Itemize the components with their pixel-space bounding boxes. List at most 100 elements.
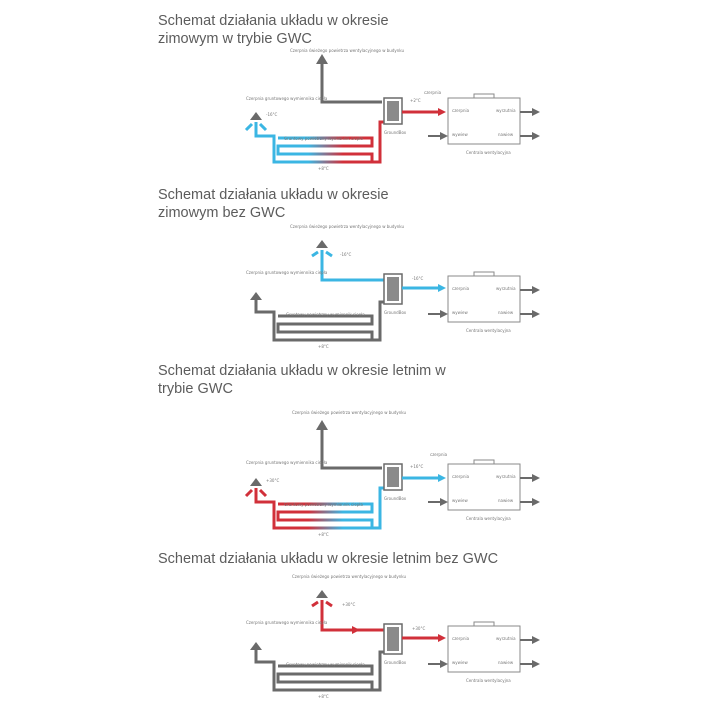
unit-czerpnia: czerpnia	[452, 636, 470, 641]
groundbox-label: GroundBox	[384, 130, 407, 135]
unit-label: Centrala wentylacyjna	[466, 150, 511, 155]
intake-drop-icon	[244, 488, 268, 498]
ground-temp: +8°C	[318, 694, 329, 699]
unit-label: Centrala wentylacyjna	[466, 678, 511, 683]
section-title-4: Schemat działania układu w okresie letni…	[158, 551, 499, 567]
groundbox-core	[387, 277, 399, 301]
groundbox-label: GroundBox	[384, 496, 407, 501]
supply-arrow-icon	[438, 284, 446, 292]
unit-top	[473, 271, 495, 277]
intake-label: Czerpnia gruntowego wymiennika ciepła	[246, 96, 328, 101]
unit-wyrzutnia: wyrzutnia	[496, 474, 516, 479]
unit-label: Centrala wentylacyjna	[466, 328, 511, 333]
ventilation-unit	[447, 625, 521, 673]
intake-label: Czerpnia gruntowego wymiennika ciepła	[246, 270, 328, 275]
unit-out-arrow-icon-2	[532, 498, 540, 506]
exhaust-label: Czerpnia świeżego powietrza wentylacyjne…	[292, 410, 406, 415]
ground-temp: +8°C	[318, 166, 329, 171]
groundbox-core	[387, 467, 399, 487]
unit-in-arrow-icon	[440, 660, 448, 668]
unit-out-arrow-icon-2	[532, 132, 540, 140]
ventilation-unit	[447, 97, 521, 145]
exhaust-drop-icon	[311, 600, 333, 608]
unit-out-arrow-icon-1	[532, 108, 540, 116]
exchanger-loop	[254, 488, 374, 530]
exchanger-label: Gruntowy powietrzny wymiennik ciepła	[286, 312, 365, 317]
supply-riser	[320, 600, 384, 632]
exchanger-return	[372, 650, 384, 692]
section-title-1: Schemat działania układu w okresie zimow…	[158, 13, 389, 47]
groundbox-label: GroundBox	[384, 310, 407, 315]
unit-out-arrow-icon-1	[532, 474, 540, 482]
unit-out-arrow-icon-2	[532, 660, 540, 668]
intake-temp: +30°C	[266, 478, 279, 483]
unit-out-arrow-icon-1	[532, 286, 540, 294]
exhaust-label: Czerpnia świeżego powietrza wentylacyjne…	[290, 224, 404, 229]
unit-in-arrow-icon	[440, 498, 448, 506]
supply-riser	[320, 250, 384, 282]
unit-in-arrow-icon	[440, 310, 448, 318]
intake-temp: -16°C	[266, 112, 278, 117]
ventilation-unit	[447, 463, 521, 511]
unit-czerpnia: czerpnia	[452, 286, 470, 291]
groundbox-label: GroundBox	[384, 660, 407, 665]
out-temp: -16°C	[412, 276, 424, 281]
unit-in-arrow-icon	[440, 132, 448, 140]
ground-temp: +8°C	[318, 344, 329, 349]
exchanger-return	[372, 300, 384, 342]
exhaust-drop-icon	[311, 250, 333, 258]
supply-arrow-icon	[438, 634, 446, 642]
unit-nawiew: nawiew	[498, 310, 514, 315]
exchanger-return	[372, 486, 384, 530]
unit-wywiew: wywiew	[452, 660, 468, 665]
exhaust-pipe	[320, 428, 382, 470]
section-title-3: Schemat działania układu w okresie letni…	[158, 363, 446, 397]
out-temp: +2°C	[410, 98, 421, 103]
diagram-winter-gwc: Czerpnia świeżego powietrza wentylacyjne…	[244, 48, 540, 171]
unit-nawiew: nawiew	[498, 498, 514, 503]
unit-wywiew: wywiew	[452, 132, 468, 137]
intake-cap-icon	[250, 642, 262, 650]
ventilation-unit	[447, 275, 521, 323]
intake-label: Czerpnia gruntowego wymiennika ciepła	[246, 460, 328, 465]
exhaust-label: Czerpnia świeżego powietrza wentylacyjne…	[292, 574, 406, 579]
unit-top	[473, 93, 495, 99]
out-temp: +16°C	[410, 464, 423, 469]
exhaust-cap-icon	[316, 240, 328, 248]
exchanger-loop	[254, 650, 374, 692]
exhaust-arrow-icon	[316, 54, 328, 64]
exchanger-label: Gruntowy powietrzny wymiennik ciepła	[284, 136, 363, 141]
unit-wywiew: wywiew	[452, 310, 468, 315]
groundbox-core	[387, 101, 399, 121]
out-temp: +30°C	[412, 626, 425, 631]
supply-arrow-icon	[438, 474, 446, 482]
unit-wyrzutnia: wyrzutnia	[496, 636, 516, 641]
unit-nawiew: nawiew	[498, 660, 514, 665]
unit-top	[473, 621, 495, 627]
section-title-2: Schemat działania układu w okresie zimow…	[158, 187, 389, 221]
groundbox-core	[387, 627, 399, 651]
exchanger-return	[372, 120, 384, 164]
unit-out-arrow-icon-2	[532, 310, 540, 318]
exchanger-loop	[254, 122, 374, 164]
exhaust-cap-icon	[316, 590, 328, 598]
exhaust-pipe	[320, 62, 382, 104]
intake-temp: +30°C	[342, 602, 355, 607]
unit-label: Centrala wentylacyjna	[466, 516, 511, 521]
exchanger-label: Gruntowy powietrzny wymiennik ciepła	[286, 662, 365, 667]
unit-out-arrow-icon-1	[532, 636, 540, 644]
diagram-summer-no-gwc: Czerpnia świeżego powietrza wentylacyjne…	[246, 574, 540, 699]
exhaust-arrow-icon	[316, 420, 328, 430]
riser-arrow-icon	[352, 626, 360, 634]
exhaust-label: Czerpnia świeżego powietrza wentylacyjne…	[290, 48, 404, 53]
unit-czerpnia: czerpnia	[452, 474, 470, 479]
intake-cap-icon	[250, 112, 262, 120]
supply-label: czerpnia	[430, 452, 448, 457]
unit-wyrzutnia: wyrzutnia	[496, 108, 516, 113]
intake-drop-icon	[244, 122, 268, 132]
intake-cap-icon	[250, 478, 262, 486]
intake-temp: -16°C	[340, 252, 352, 257]
unit-wywiew: wywiew	[452, 498, 468, 503]
exchanger-loop	[254, 300, 374, 342]
supply-arrow-icon	[438, 108, 446, 116]
